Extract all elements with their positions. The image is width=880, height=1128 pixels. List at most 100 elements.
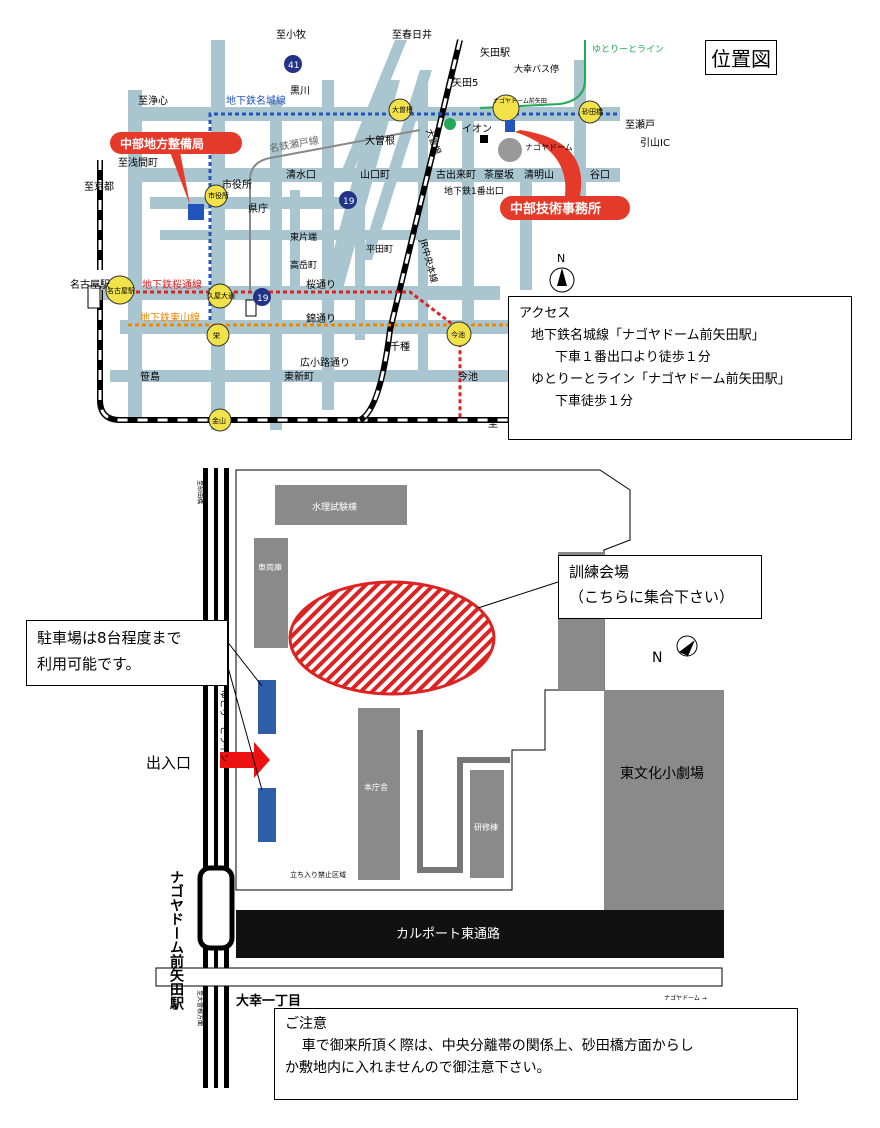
label-honcho: 本庁舎 bbox=[364, 782, 388, 792]
label-kanayama: 金山 bbox=[212, 416, 226, 425]
location-map-title: 位置図 bbox=[705, 40, 777, 75]
label-meijo-line: 地下鉄名城線 bbox=[226, 94, 286, 107]
label-north-site: N bbox=[652, 650, 662, 666]
label-chayagasaka: 茶屋坂 bbox=[484, 168, 514, 181]
label-asamacho: 至浅間町 bbox=[118, 156, 158, 169]
label-sakuradori: 桜通り bbox=[306, 278, 336, 291]
sakuradori-line bbox=[108, 290, 462, 420]
parking-pointer-1 bbox=[225, 639, 263, 687]
bureau-marker bbox=[188, 204, 204, 220]
note-heading: ご注意 bbox=[285, 1016, 327, 1032]
access-line-2: 下車１番出口より徒歩１分 bbox=[555, 350, 711, 365]
site-paths bbox=[417, 730, 510, 873]
label-kyoto: 至京都 bbox=[84, 180, 114, 193]
label-hirokoji: 広小路通り bbox=[300, 356, 350, 369]
meijo-line bbox=[208, 112, 620, 320]
label-higashiyama-line: 地下鉄東山線 bbox=[140, 311, 200, 324]
label-shako: 車両庫 bbox=[258, 562, 282, 572]
station-label: ナゴヤドーム前矢田駅 bbox=[168, 870, 184, 1010]
label-yamaguchicho: 山口町 bbox=[360, 169, 390, 181]
station-markers bbox=[105, 94, 602, 432]
label-suiri: 水理試験棟 bbox=[312, 501, 357, 513]
route-19a: 19 bbox=[343, 197, 355, 207]
parking-space-2 bbox=[258, 788, 276, 842]
parking-label-box: 駐車場は8台程度まで 利用可能です。 bbox=[26, 620, 228, 686]
meitetsu-seto-line bbox=[249, 129, 421, 290]
callout-chubu-office bbox=[500, 130, 630, 220]
karu-port-road bbox=[236, 910, 724, 958]
access-line-4: 下車徒歩１分 bbox=[555, 394, 634, 409]
callout-chubu-bureau bbox=[110, 132, 242, 205]
label-yada-sta: 矢田駅 bbox=[480, 46, 510, 59]
building-higashi-bunka bbox=[604, 690, 724, 912]
label-takaoka: 高岳町 bbox=[290, 259, 317, 271]
label-yutorito-v: ゆとりーとライン bbox=[218, 690, 229, 762]
label-higashishincho: 東新町 bbox=[284, 370, 314, 383]
label-yada5: 矢田5 bbox=[452, 76, 478, 89]
training-label-line2: （こちらに集合下さい） bbox=[569, 588, 735, 606]
label-jouhoku: 至浄心 bbox=[138, 94, 168, 107]
site-map: 水理試験棟 車両庫 本庁舎 研修棟 東文化小劇場 カルポート東通路 立ち入り禁止… bbox=[155, 468, 724, 1088]
access-heading: アクセス bbox=[519, 306, 571, 321]
label-imaike-sta: 今池 bbox=[451, 330, 465, 339]
label-to-ozone: 至大曽根方面 bbox=[196, 990, 204, 1026]
label-kodeki: 古出来町 bbox=[436, 168, 476, 181]
label-hikiyama: 引山IC bbox=[640, 137, 670, 149]
route-shields bbox=[253, 55, 357, 306]
label-ozone-sta: 大曽根 bbox=[392, 105, 413, 114]
label-ozone2: 大曽根 bbox=[365, 134, 395, 147]
chubu-bureau-label: 中部地方整備局 bbox=[120, 136, 204, 151]
label-komaki: 至小牧 bbox=[276, 28, 306, 41]
training-area-hatch bbox=[288, 580, 496, 696]
building-kenshu bbox=[470, 770, 504, 878]
label-sunada-sta: 砂田橋 bbox=[582, 107, 603, 116]
yutorito-station-dot bbox=[444, 118, 456, 130]
label-karu-port: カルポート東通路 bbox=[396, 926, 500, 942]
yutorito-line bbox=[479, 40, 586, 109]
label-sakae: 栄 bbox=[213, 331, 220, 340]
hisaya-marker bbox=[245, 299, 257, 317]
label-tachiiri: 立ち入り禁止区域 bbox=[290, 870, 346, 879]
note-text-1: 車で御来所頂く際は、中央分離帯の関係上、砂田橋方面からし bbox=[301, 1038, 694, 1054]
dome-marker bbox=[498, 138, 522, 162]
label-imaike: 今池 bbox=[458, 370, 478, 383]
route-19b: 19 bbox=[257, 294, 269, 304]
label-shi: 至 bbox=[488, 418, 498, 430]
label-higashikataha: 東片端 bbox=[290, 231, 317, 243]
note-text-2: か敷地内に入れませんので御注意下さい。 bbox=[285, 1060, 551, 1076]
label-kencho: 県庁 bbox=[248, 202, 268, 215]
label-sasashima: 笹島 bbox=[140, 370, 160, 383]
daiko-road bbox=[155, 967, 723, 987]
access-info-box: アクセス 地下鉄名城線「ナゴヤドーム前矢田駅」 下車１番出口より徒歩１分 ゆとり… bbox=[508, 296, 852, 440]
label-nishikidori: 錦通り bbox=[306, 312, 336, 325]
label-seimeiyama: 清明山 bbox=[524, 168, 554, 181]
label-taniguchi: 谷口 bbox=[590, 169, 610, 181]
entrance-arrow bbox=[220, 742, 270, 778]
label-nagoya-circle: 名古屋駅 bbox=[107, 286, 135, 295]
caution-note-box: ご注意 車で御来所頂く際は、中央分離帯の関係上、砂田橋方面からし か敷地内に入れ… bbox=[274, 1008, 798, 1100]
nagoya-sta-marker bbox=[87, 285, 101, 309]
label-dome-sta: ナゴヤドーム前矢田 bbox=[493, 97, 547, 105]
label-kuroda: 黒川 bbox=[290, 85, 310, 97]
training-pointer bbox=[477, 581, 559, 609]
north-label-top: N bbox=[557, 252, 565, 265]
entrance-label: 出入口 bbox=[146, 754, 192, 772]
parking-label-line1: 駐車場は8台程度まで bbox=[37, 629, 182, 647]
office-marker bbox=[505, 120, 515, 132]
building-suiri bbox=[275, 485, 407, 525]
label-kenshu: 研修棟 bbox=[474, 822, 498, 832]
aeon-marker bbox=[480, 135, 488, 143]
label-hiratacho: 平田町 bbox=[366, 244, 393, 255]
north-arrow-top bbox=[549, 267, 575, 293]
label-to-dome: ナゴヤドーム → bbox=[664, 994, 707, 1002]
chubu-office-label: 中部技術事務所 bbox=[510, 201, 601, 217]
label-seto: 至瀬戸 bbox=[625, 119, 655, 131]
label-nagoya-sta: 名古屋駅 bbox=[70, 278, 110, 291]
label-shimizuguchi: 清水口 bbox=[286, 168, 316, 181]
route-41: 41 bbox=[288, 61, 299, 71]
label-dome: ナゴヤドーム bbox=[525, 142, 573, 152]
label-aeon: イオン bbox=[462, 123, 492, 135]
label-to-sunada: 至砂田橋 bbox=[196, 480, 204, 504]
building-shako bbox=[254, 538, 288, 648]
station-platform bbox=[197, 865, 235, 951]
